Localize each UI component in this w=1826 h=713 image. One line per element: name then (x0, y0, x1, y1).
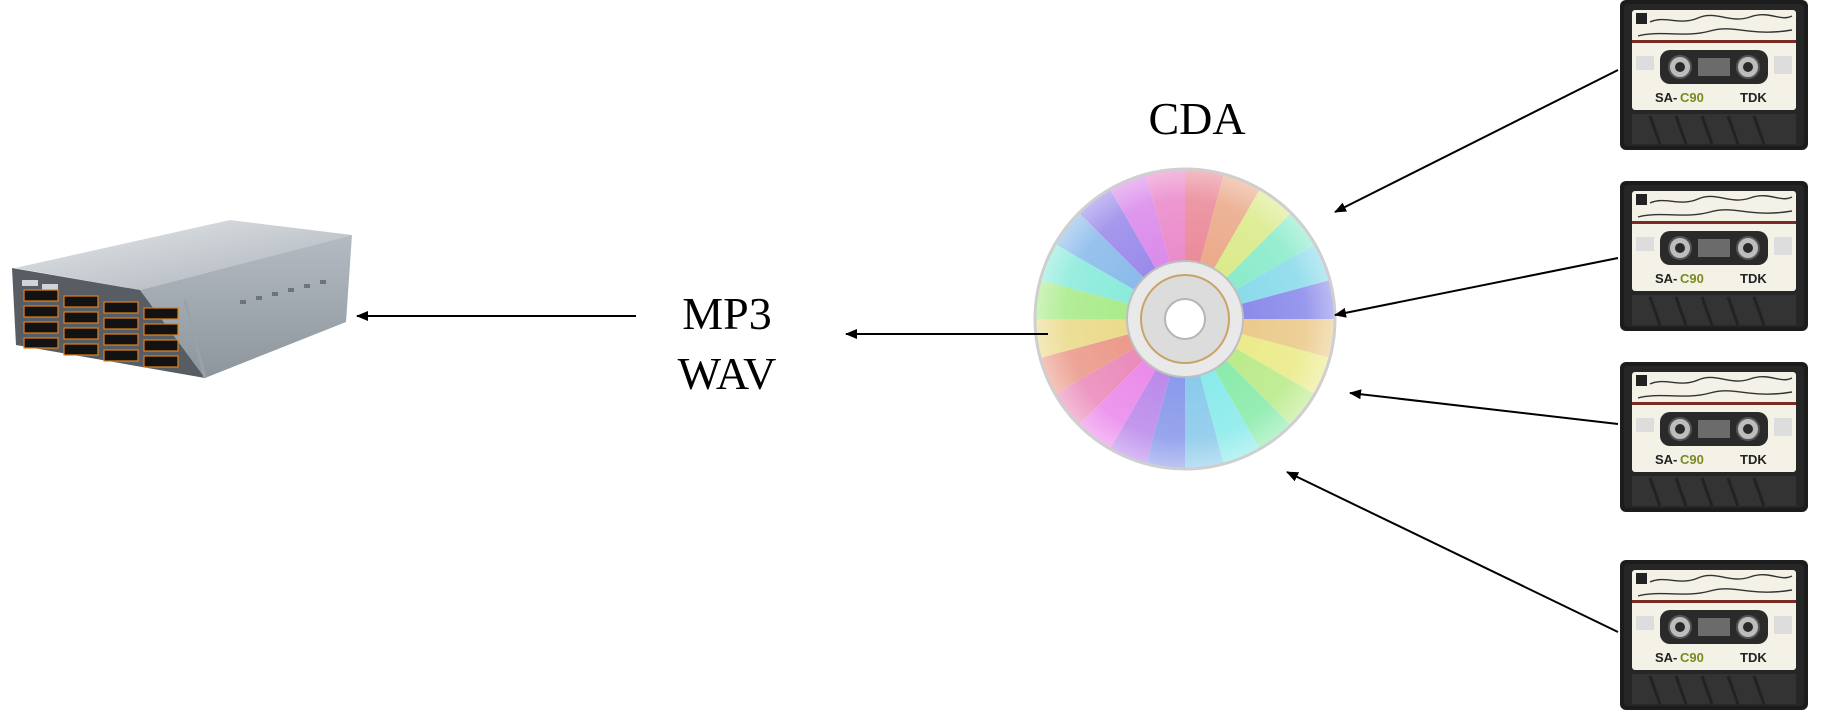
compact-disc-icon (1033, 167, 1337, 471)
arrow-cassette4-to-cd (1286, 471, 1619, 633)
rack-server-icon (12, 220, 352, 379)
wav-label: WAV (677, 348, 777, 399)
mp3-label: MP3 (682, 288, 772, 339)
arrow-cassette3-to-cd (1349, 389, 1619, 425)
cassette-2 (1618, 179, 1810, 333)
cassette-1 (1618, 0, 1810, 152)
output-formats-label: MP3 WAV (662, 284, 792, 404)
arrow-cassette2-to-cd (1334, 257, 1619, 318)
cassette-3 (1618, 360, 1810, 514)
arrow-cassette1-to-cd (1334, 69, 1619, 213)
cassette-4 (1618, 558, 1810, 712)
cda-label: CDA (1148, 93, 1246, 144)
